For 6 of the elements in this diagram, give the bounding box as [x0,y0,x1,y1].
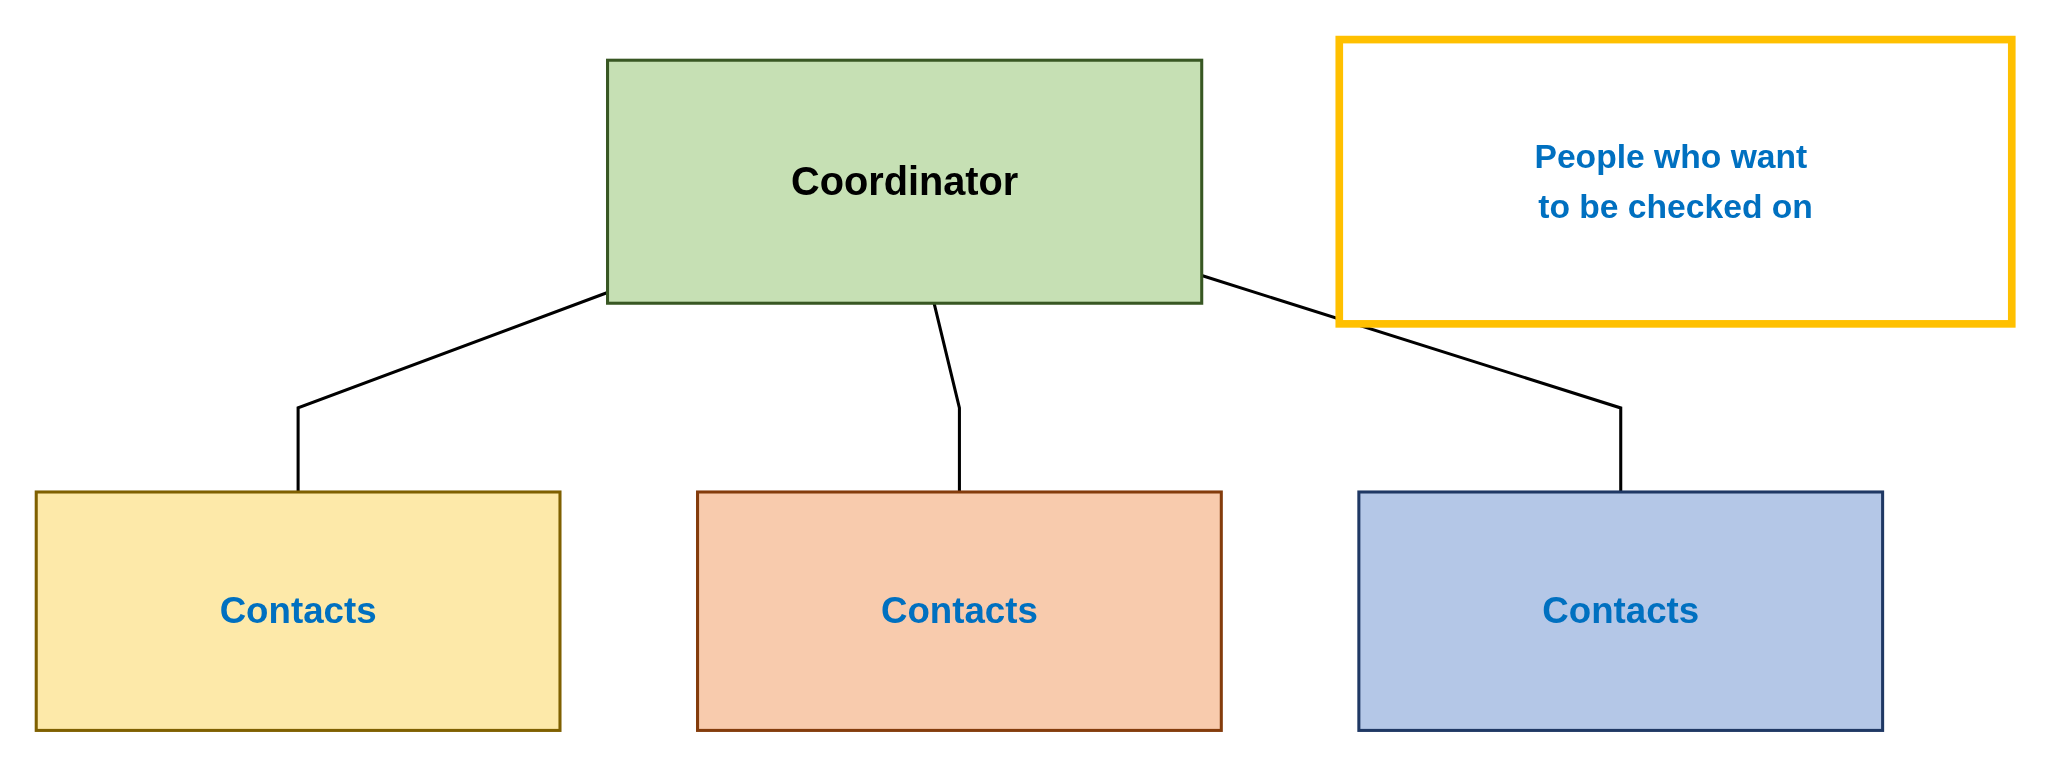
node-box: Contacts [1356,490,1884,732]
node-box: People who want to be checked on [1334,35,2016,328]
node-box: Coordinator [605,58,1203,305]
node-box: Contacts [695,490,1223,732]
connector [296,291,608,492]
node-box: Contacts [34,490,561,732]
